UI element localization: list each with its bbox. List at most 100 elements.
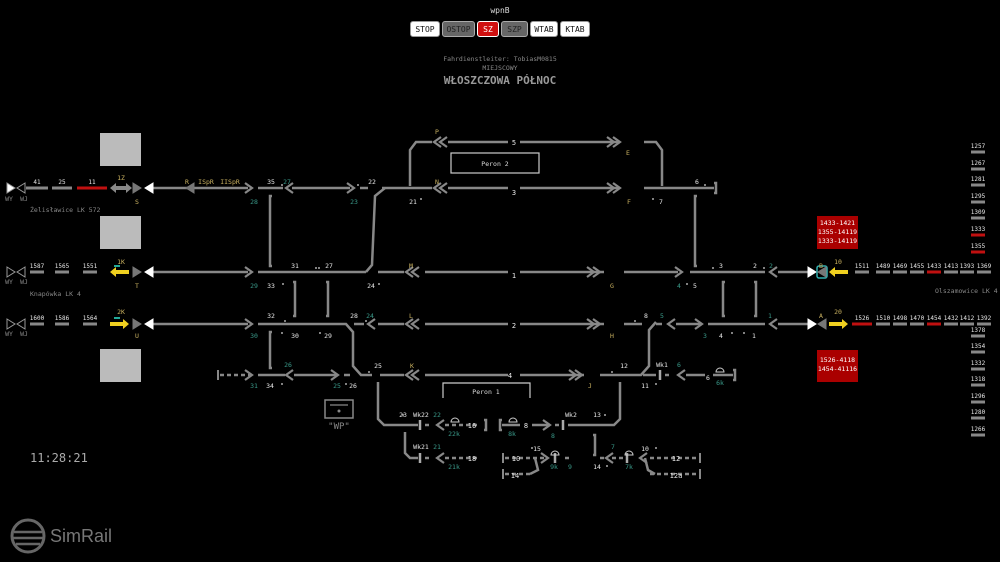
control-button-sz[interactable]: SZ [477, 21, 499, 37]
route-arrow-right-icon[interactable] [113, 183, 132, 193]
derailer-icon[interactable] [624, 450, 634, 456]
chevron-icon[interactable] [244, 369, 254, 381]
occupied-block-section[interactable] [852, 322, 872, 326]
block-section[interactable] [977, 270, 991, 274]
block-section[interactable] [971, 400, 985, 404]
block-section[interactable] [26, 186, 48, 190]
shunt-signal-icon[interactable] [807, 266, 817, 278]
chevron-icon[interactable] [768, 266, 778, 278]
double-chevron-icon[interactable] [606, 182, 616, 194]
block-section[interactable] [893, 322, 907, 326]
chevron-icon[interactable] [366, 318, 376, 330]
block-section[interactable] [971, 416, 985, 420]
derailer-icon[interactable] [450, 417, 460, 423]
entry-arrow-icon[interactable] [16, 318, 26, 330]
chevron-icon[interactable] [244, 266, 254, 278]
exit-arrow-icon[interactable] [6, 318, 16, 330]
derailer-icon[interactable] [508, 417, 518, 423]
block-section[interactable] [944, 322, 958, 326]
signal-icon[interactable] [817, 266, 827, 278]
chevron-icon[interactable] [676, 369, 686, 381]
chevron-icon[interactable] [674, 266, 684, 278]
double-chevron-icon[interactable] [438, 182, 448, 194]
signal-icon[interactable] [132, 266, 142, 278]
control-button-wtab[interactable]: WTAB [530, 21, 558, 37]
double-chevron-icon[interactable] [410, 318, 420, 330]
exit-arrow-icon[interactable] [6, 182, 16, 194]
block-section[interactable] [83, 270, 97, 274]
chevron-icon[interactable] [284, 182, 294, 194]
chevron-icon[interactable] [244, 318, 254, 330]
double-chevron-icon[interactable] [574, 369, 584, 381]
entry-arrow-icon[interactable] [16, 266, 26, 278]
route-arrow-right-icon[interactable] [110, 319, 129, 329]
block-section[interactable] [971, 150, 985, 154]
block-section[interactable] [52, 186, 72, 190]
double-chevron-icon[interactable] [432, 182, 442, 194]
selected-signal-frame[interactable] [816, 265, 828, 279]
double-chevron-icon[interactable] [606, 136, 616, 148]
double-chevron-icon[interactable] [568, 369, 578, 381]
signal-icon[interactable] [132, 318, 142, 330]
block-section[interactable] [971, 433, 985, 437]
derailer-icon[interactable] [715, 367, 725, 373]
shunt-signal-icon[interactable] [144, 182, 154, 194]
chevron-icon[interactable] [435, 419, 445, 431]
block-section[interactable] [30, 270, 44, 274]
block-section[interactable] [960, 270, 974, 274]
block-section[interactable] [971, 383, 985, 387]
block-section[interactable] [960, 322, 974, 326]
control-button-stop[interactable]: STOP [410, 21, 440, 37]
chevron-icon[interactable] [542, 419, 552, 431]
double-chevron-icon[interactable] [438, 136, 448, 148]
chevron-icon[interactable] [540, 452, 550, 464]
block-section[interactable] [893, 270, 907, 274]
signal-icon[interactable] [185, 182, 195, 194]
double-chevron-icon[interactable] [592, 318, 602, 330]
shunt-signal-icon[interactable] [807, 318, 817, 330]
occupied-block-section[interactable] [971, 250, 985, 254]
occupied-block-section[interactable] [77, 186, 107, 190]
double-chevron-icon[interactable] [592, 266, 602, 278]
signal-icon[interactable] [817, 318, 827, 330]
route-arrow-left-icon[interactable] [110, 267, 129, 277]
control-button-ktab[interactable]: KTAB [560, 21, 590, 37]
occupied-block-section[interactable] [927, 270, 941, 274]
block-section[interactable] [910, 322, 924, 326]
double-chevron-icon[interactable] [612, 136, 622, 148]
chevron-icon[interactable] [604, 452, 614, 464]
chevron-icon[interactable] [244, 182, 254, 194]
block-section[interactable] [944, 270, 958, 274]
control-button-ostop[interactable]: OSTOP [442, 21, 475, 37]
double-chevron-icon[interactable] [410, 369, 420, 381]
block-section[interactable] [971, 183, 985, 187]
double-chevron-icon[interactable] [404, 318, 414, 330]
double-chevron-icon[interactable] [586, 318, 596, 330]
chevron-icon[interactable] [638, 452, 648, 464]
entry-arrow-icon[interactable] [16, 182, 26, 194]
block-section[interactable] [910, 270, 924, 274]
chevron-icon[interactable] [284, 369, 294, 381]
double-chevron-icon[interactable] [612, 182, 622, 194]
block-section[interactable] [55, 322, 69, 326]
block-section[interactable] [55, 270, 69, 274]
occupied-block-section[interactable] [971, 233, 985, 237]
route-arrow-left-icon[interactable] [829, 267, 848, 277]
chevron-icon[interactable] [694, 318, 704, 330]
signal-icon[interactable] [132, 182, 142, 194]
double-chevron-icon[interactable] [432, 136, 442, 148]
control-button-szp[interactable]: SZP [501, 21, 528, 37]
wp-panel-icon[interactable]: "WP" [324, 399, 354, 432]
occupied-block-section[interactable] [927, 322, 941, 326]
block-section[interactable] [876, 322, 890, 326]
block-section[interactable] [83, 322, 97, 326]
route-arrow-right-icon[interactable] [829, 319, 848, 329]
exit-arrow-icon[interactable] [6, 266, 16, 278]
double-chevron-icon[interactable] [404, 266, 414, 278]
double-chevron-icon[interactable] [410, 266, 420, 278]
double-chevron-icon[interactable] [404, 369, 414, 381]
block-section[interactable] [971, 167, 985, 171]
chevron-icon[interactable] [666, 318, 676, 330]
shunt-signal-icon[interactable] [144, 266, 154, 278]
block-section[interactable] [971, 334, 985, 338]
